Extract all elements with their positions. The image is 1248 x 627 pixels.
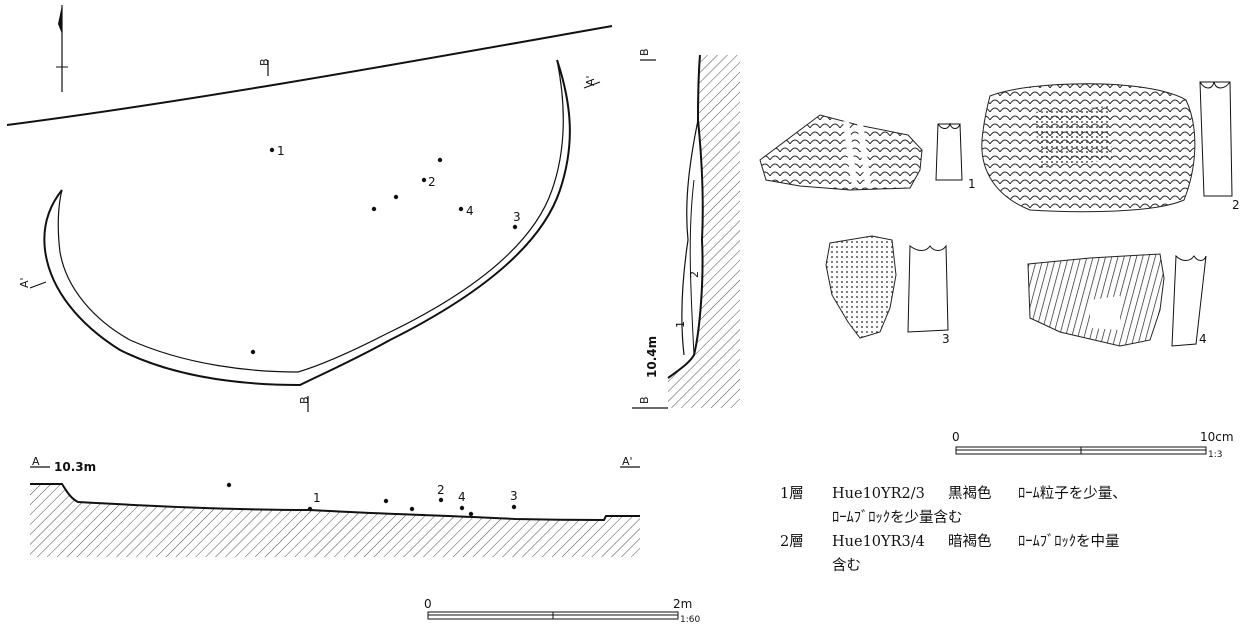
find-point [512, 224, 518, 230]
section-a-right-mark: A' [620, 455, 640, 468]
plan-boundary-line [6, 25, 613, 126]
section-mark-a-right: A' [583, 75, 601, 89]
section-a-point-label-2: 2 [437, 483, 445, 497]
section-a-left-mark: A 10.3m [30, 455, 96, 474]
legend-row-1-cont: ﾛｰﾑﾌﾞﾛｯｸを少量含む [780, 506, 1240, 530]
section-b-earth [668, 55, 740, 408]
section-b-top-mark: B [638, 48, 656, 61]
section-b-view: B 1 2 B 10.4m [632, 48, 740, 409]
plan-view: B A' A' B 1 2 4 3 [6, 5, 613, 412]
pit-outline [43, 59, 571, 387]
section-a-point-label-1: 1 [313, 491, 321, 505]
find-point [393, 194, 399, 200]
legend-desc-1: ﾛｰﾑ粒子を少量、 [1018, 486, 1127, 502]
legend-hue-2: Hue10YR3/4 [832, 534, 925, 550]
find-point [269, 147, 275, 153]
legend-row-2: 2層 Hue10YR3/4 暗褐色 ﾛｰﾑﾌﾞﾛｯｸを中量 [780, 530, 1240, 554]
section-b-top-label: B [638, 48, 651, 56]
legend-color-1: 黒褐色 [948, 486, 992, 502]
find-point [511, 504, 517, 510]
section-a-right-label: A' [622, 455, 633, 468]
section-b-layer-1: 1 [674, 321, 687, 328]
legend-layer-1: 1層 [780, 486, 804, 502]
scale-site-end: 2m [673, 597, 692, 611]
artifact-3: 3 [825, 235, 950, 346]
section-b-layer-2: 2 [688, 271, 701, 278]
find-point [458, 206, 464, 212]
section-a-left-label: A [32, 455, 40, 468]
find-point [383, 498, 389, 504]
find-point [307, 506, 313, 512]
find-point [437, 157, 443, 163]
artifact-label-3: 3 [942, 332, 950, 346]
section-a-point-label-4: 4 [458, 490, 466, 504]
find-point [371, 206, 377, 212]
artifact-1: 1 [759, 114, 976, 191]
find-point [421, 177, 427, 183]
section-a-view: A 10.3m A' 1 2 4 3 [30, 455, 640, 557]
find-point [468, 511, 474, 517]
section-mark-b-bottom: B [298, 396, 311, 412]
north-arrow-icon [56, 5, 68, 92]
section-a-points: 1 2 4 3 [226, 482, 518, 517]
svg-text:A': A' [18, 277, 31, 288]
scale-site-ratio: 1:60 [680, 615, 700, 625]
artifact-label-4: 4 [1199, 332, 1207, 346]
legend-desc-1b: ﾛｰﾑﾌﾞﾛｯｸを少量含む [832, 510, 963, 526]
artifact-label-1: 1 [968, 177, 976, 191]
section-a-elevation: 10.3m [54, 460, 96, 474]
section-b-layer-line [689, 179, 695, 356]
section-mark-a-left: A' [18, 277, 47, 289]
svg-text:A': A' [584, 75, 597, 86]
scale-bar-artifacts: 0 10cm 1:3 [952, 430, 1234, 460]
find-point-label-1: 1 [277, 144, 285, 158]
find-point [438, 497, 444, 503]
find-points: 1 2 4 3 [250, 144, 521, 355]
artifact-4: 4 [1027, 253, 1207, 347]
find-point [409, 506, 415, 512]
section-mark-b-bottom-label: B [298, 396, 311, 404]
scale-artifacts-ratio: 1:3 [1208, 450, 1222, 460]
legend-row-1: 1層 Hue10YR2/3 黒褐色 ﾛｰﾑ粒子を少量、 [780, 482, 1240, 506]
section-a-earth [30, 484, 640, 557]
legend-row-2-cont: 含む [780, 554, 1240, 578]
pit-inner-wall [57, 59, 564, 373]
artifact-label-2: 2 [1232, 198, 1240, 212]
scale-artifacts-start: 0 [952, 430, 960, 444]
find-point [226, 482, 232, 488]
legend-hue-1: Hue10YR2/3 [832, 486, 925, 502]
legend-desc-2b: 含む [832, 558, 861, 574]
find-point-label-4: 4 [466, 204, 474, 218]
scale-site-start: 0 [424, 597, 432, 611]
section-mark-b-top-label: B [258, 58, 271, 66]
section-b-bottom-label: B [638, 396, 651, 404]
section-a-point-label-3: 3 [510, 489, 518, 503]
section-a-profile [30, 483, 640, 522]
legend-color-2: 暗褐色 [948, 534, 992, 550]
section-mark-b-top: B [258, 58, 271, 76]
scale-bar-site: 0 2m 1:60 [424, 597, 700, 625]
section-b-profile [667, 54, 704, 379]
legend-layer-2: 2層 [780, 534, 804, 550]
find-point-label-3: 3 [513, 210, 521, 224]
scale-artifacts-end: 10cm [1200, 430, 1234, 444]
section-b-layer-line [681, 119, 699, 356]
soil-layer-legend: 1層 Hue10YR2/3 黒褐色 ﾛｰﾑ粒子を少量、 ﾛｰﾑﾌﾞﾛｯｸを少量含む 2… [780, 482, 1240, 578]
find-point [459, 505, 465, 511]
find-point-label-2: 2 [428, 175, 436, 189]
section-b-elevation: 10.4m [645, 336, 659, 378]
legend-desc-2: ﾛｰﾑﾌﾞﾛｯｸを中量 [1018, 534, 1120, 550]
artifact-2: 2 [981, 81, 1240, 213]
find-point [250, 349, 256, 355]
